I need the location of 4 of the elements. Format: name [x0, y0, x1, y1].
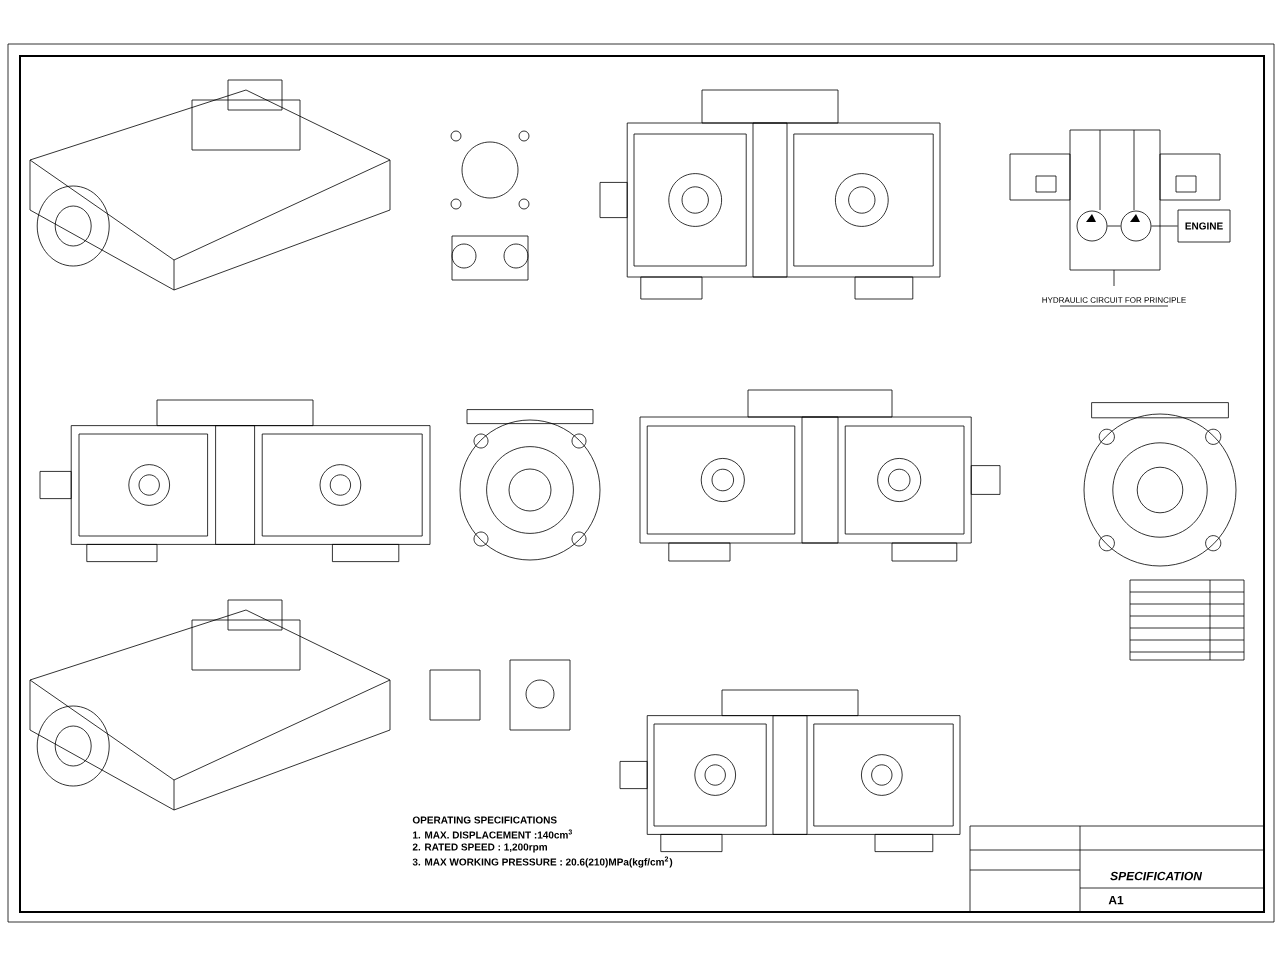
pump-symbol — [1120, 210, 1152, 242]
pump-symbol — [1076, 210, 1108, 242]
connector-line — [1107, 225, 1121, 227]
connector-line — [1151, 225, 1178, 227]
